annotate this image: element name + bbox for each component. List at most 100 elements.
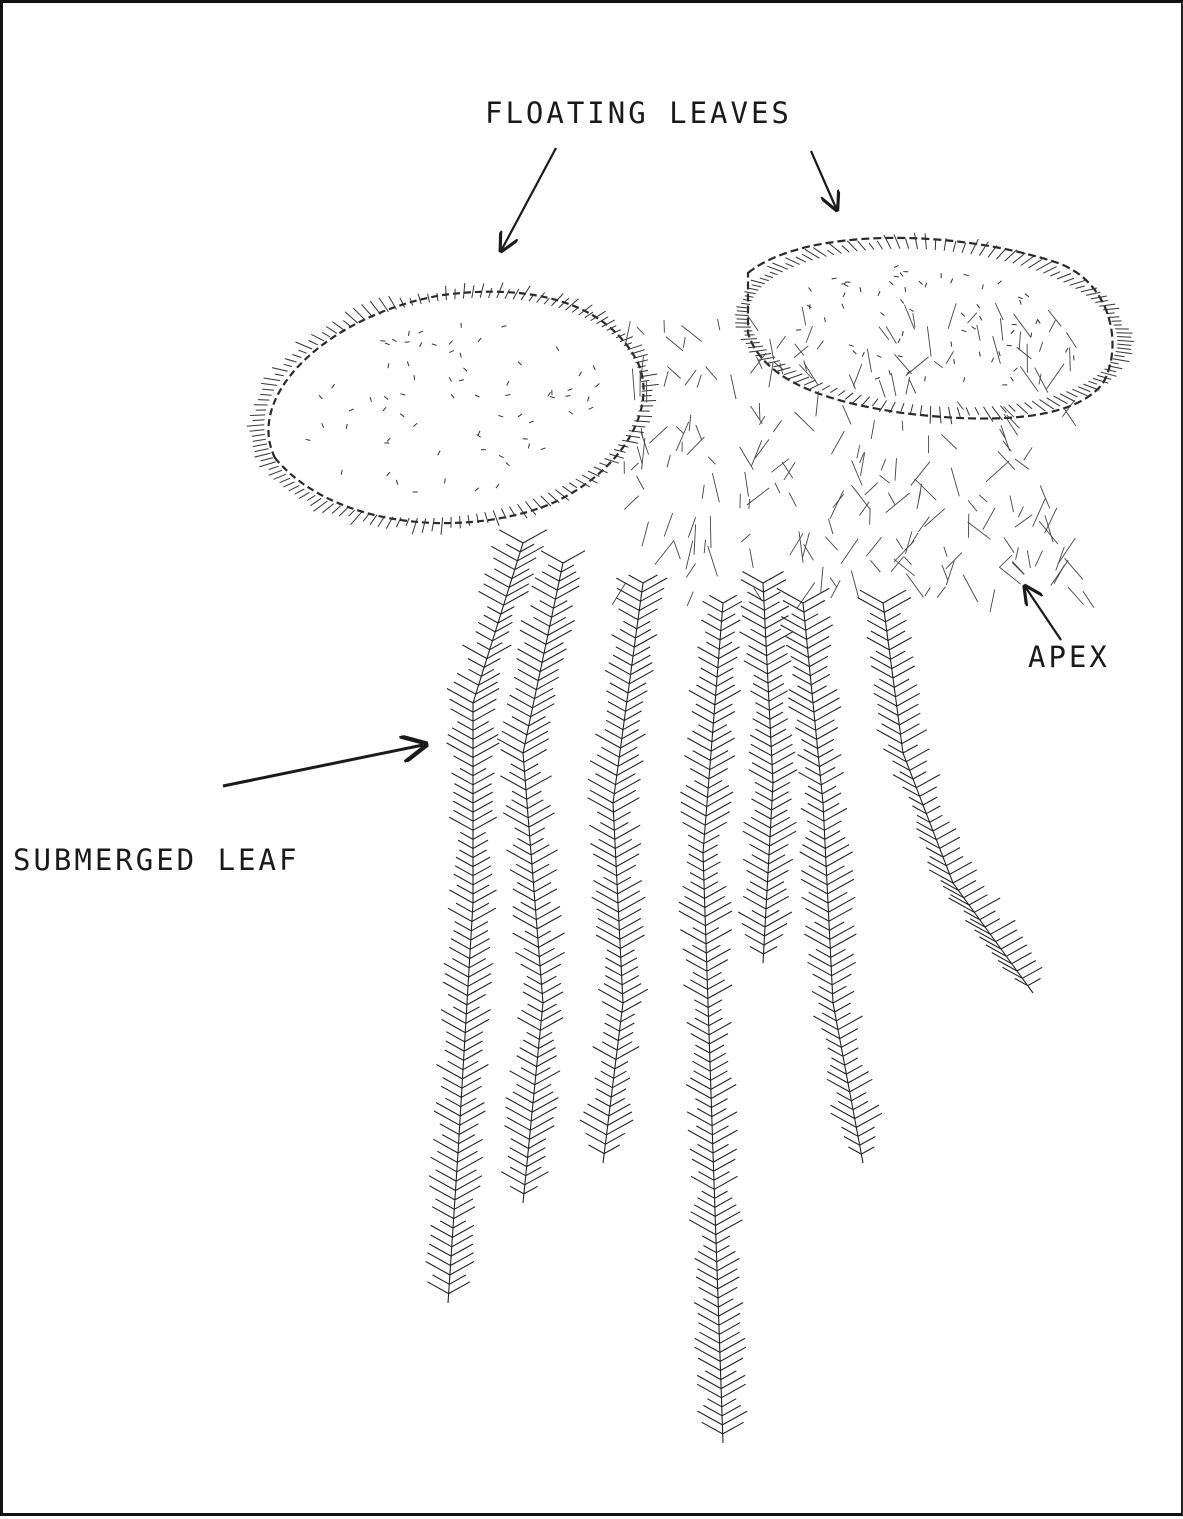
pinna xyxy=(745,934,764,945)
pinna xyxy=(718,1299,733,1307)
apex-hair xyxy=(1065,558,1083,579)
apex-hair xyxy=(685,370,696,385)
pinna xyxy=(710,1061,728,1071)
pinna xyxy=(757,712,770,719)
pinna xyxy=(1028,979,1041,986)
pinna xyxy=(718,1287,737,1298)
pinna xyxy=(612,1078,630,1088)
pinna xyxy=(615,1062,628,1069)
pinna xyxy=(845,1058,858,1065)
pinna xyxy=(703,854,718,862)
pinna xyxy=(448,1061,463,1070)
leaf-dot xyxy=(1011,330,1014,334)
pinna xyxy=(752,799,772,810)
apex-hair xyxy=(896,539,903,550)
leaf-hair xyxy=(735,315,748,316)
pinna xyxy=(751,817,770,828)
pinna xyxy=(473,874,492,885)
pinna xyxy=(469,669,482,676)
leaf-hair xyxy=(1043,267,1056,274)
pinna xyxy=(487,607,501,615)
apex-hair xyxy=(712,473,719,502)
apex-hair xyxy=(702,485,704,499)
leaf-dot xyxy=(579,372,582,376)
pinna xyxy=(708,980,725,990)
apex-hair xyxy=(777,336,786,349)
apex-hair xyxy=(1046,364,1064,389)
pinna xyxy=(764,592,781,601)
pinna xyxy=(844,1137,860,1146)
pinna xyxy=(517,1084,534,1094)
leaf-hair xyxy=(996,250,1005,260)
pinna xyxy=(893,666,915,678)
pinna xyxy=(614,812,631,821)
apex-hair xyxy=(841,539,858,564)
pinna xyxy=(688,835,704,844)
pinna xyxy=(777,588,803,603)
apex-hair xyxy=(853,364,862,386)
apex-hair xyxy=(924,509,944,527)
pinna xyxy=(453,1007,466,1014)
pinna xyxy=(538,931,551,938)
leaf-dot xyxy=(875,378,880,380)
apex-hair xyxy=(990,590,995,613)
apex-hair xyxy=(759,403,760,419)
pinna xyxy=(996,930,1017,942)
pinna xyxy=(714,1159,736,1171)
pinna xyxy=(454,784,473,794)
pinna xyxy=(715,1191,728,1198)
pinna xyxy=(771,735,792,747)
leaf-dot xyxy=(400,394,405,395)
apex-hair xyxy=(934,361,943,368)
leaf-hair xyxy=(827,250,834,255)
leaf-hair xyxy=(353,308,365,320)
pinna xyxy=(722,1399,736,1407)
pinna xyxy=(563,551,585,563)
pinna xyxy=(614,823,628,831)
pinna xyxy=(628,683,646,693)
pinna xyxy=(529,1139,547,1149)
leaf-hair xyxy=(283,482,294,487)
pinna xyxy=(445,1098,460,1107)
pinna xyxy=(812,686,826,694)
apex-hair xyxy=(993,336,1001,364)
pinna xyxy=(1006,945,1027,956)
pinna xyxy=(721,1371,737,1380)
pinna xyxy=(686,786,707,798)
apex-hair xyxy=(740,447,754,470)
pinna xyxy=(473,801,493,812)
apex-hair xyxy=(752,440,762,466)
leaf-hair xyxy=(872,399,878,407)
pinna xyxy=(473,792,493,803)
apex-hair xyxy=(708,457,715,465)
pinna xyxy=(706,945,720,953)
apex-hair xyxy=(941,434,956,449)
pinna xyxy=(601,1062,614,1069)
pinna xyxy=(766,629,781,637)
leaf-hair xyxy=(1106,313,1114,314)
pinna xyxy=(517,1056,537,1067)
pinna xyxy=(621,1014,635,1022)
leaf-dot xyxy=(385,343,390,345)
pinna xyxy=(770,831,797,846)
leaf-hair xyxy=(253,439,266,441)
pinna xyxy=(816,949,831,957)
pinna xyxy=(811,674,830,684)
pinna xyxy=(694,1053,710,1062)
pinna xyxy=(454,874,473,885)
pinna xyxy=(535,578,557,590)
pinna xyxy=(794,666,811,675)
pinna xyxy=(910,761,927,771)
apex-hair xyxy=(871,560,881,572)
pinna xyxy=(755,782,773,792)
pinna xyxy=(701,668,717,677)
pinna xyxy=(696,1126,712,1135)
pinna xyxy=(920,787,937,796)
apex-hair xyxy=(998,451,1015,469)
leaf-hair xyxy=(296,342,313,349)
leaf-hair xyxy=(804,380,816,385)
pinna xyxy=(810,831,825,840)
apex-hair xyxy=(664,513,673,537)
pinna xyxy=(767,889,787,900)
apex-hair xyxy=(999,567,1020,584)
